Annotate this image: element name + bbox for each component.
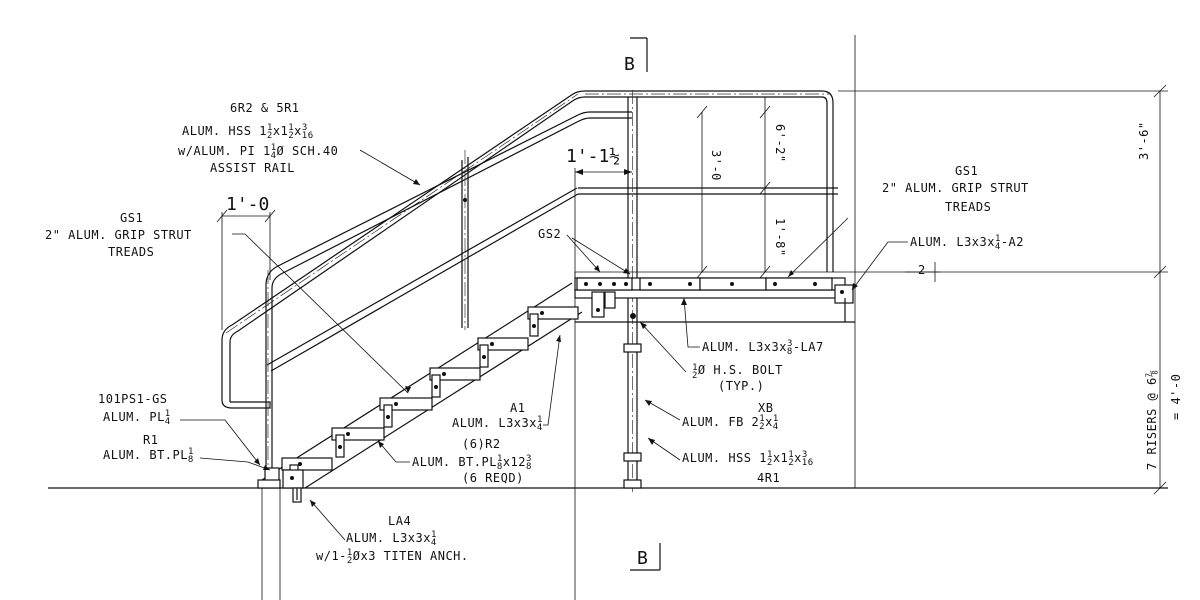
reference-lines (48, 35, 1168, 600)
svg-text:LA4: LA4 (388, 514, 411, 528)
dim-risers-total: = 4'-0 (1169, 374, 1183, 420)
section-label-bottom: B (637, 548, 648, 569)
svg-text:101PS1-GS: 101PS1-GS (98, 392, 168, 406)
dim-risers: 7 RISERS @ 6⅞ (1145, 370, 1159, 470)
dim-6-2: 6'-2" (773, 124, 787, 163)
leader-lines (180, 149, 908, 541)
dim-3-6: 3'-6" (1137, 121, 1151, 160)
section-mark-top: B (624, 37, 648, 75)
svg-text:(6 REQD): (6 REQD) (462, 471, 524, 485)
svg-text:(TYP.): (TYP.) (718, 379, 764, 393)
svg-text:4R1: 4R1 (757, 471, 780, 485)
svg-text:TREADS: TREADS (945, 200, 991, 214)
level-mark: 2 (918, 263, 926, 277)
svg-text:(6)R2: (6)R2 (462, 437, 501, 451)
svg-text:GS1: GS1 (120, 211, 143, 225)
dim-1-8: 1'-8" (773, 218, 787, 257)
svg-text:XB: XB (758, 401, 773, 415)
svg-text:2" ALUM. GRIP STRUT: 2" ALUM. GRIP STRUT (882, 181, 1029, 195)
assist-rail-label: ASSIST RAIL (210, 161, 295, 175)
dim-3-0: 3'-0 (709, 150, 723, 181)
svg-text:TREADS: TREADS (108, 245, 154, 259)
dimension-lines (216, 84, 1167, 495)
assist-rail-mark: 6R2 & 5R1 (230, 101, 300, 115)
svg-text:12Ø H.S. BOLT: 12Ø H.S. BOLT (692, 363, 783, 381)
section-label-top: B (624, 54, 635, 75)
treads-right-callout: GS1 2" ALUM. GRIP STRUT TREADS (882, 164, 1029, 214)
dim-1-1half: 1'-1½ (566, 146, 620, 167)
stair-treads (257, 306, 579, 503)
svg-text:GS1: GS1 (955, 164, 978, 178)
gs2-label: GS2 (538, 227, 561, 241)
svg-text:2" ALUM. GRIP STRUT: 2" ALUM. GRIP STRUT (45, 228, 192, 242)
section-mark-bottom: B (630, 543, 661, 571)
svg-text:A1: A1 (510, 401, 525, 415)
platform (574, 277, 855, 323)
dimension-text: 1'-0 1'-1½ 3'-0 6'-2" 1'-8" 3'-6" 7 RISE… (226, 121, 1183, 470)
dim-1-0: 1'-0 (226, 194, 269, 215)
treads-left-callout: GS1 2" ALUM. GRIP STRUT TREADS (45, 211, 192, 259)
svg-text:R1: R1 (143, 433, 158, 447)
